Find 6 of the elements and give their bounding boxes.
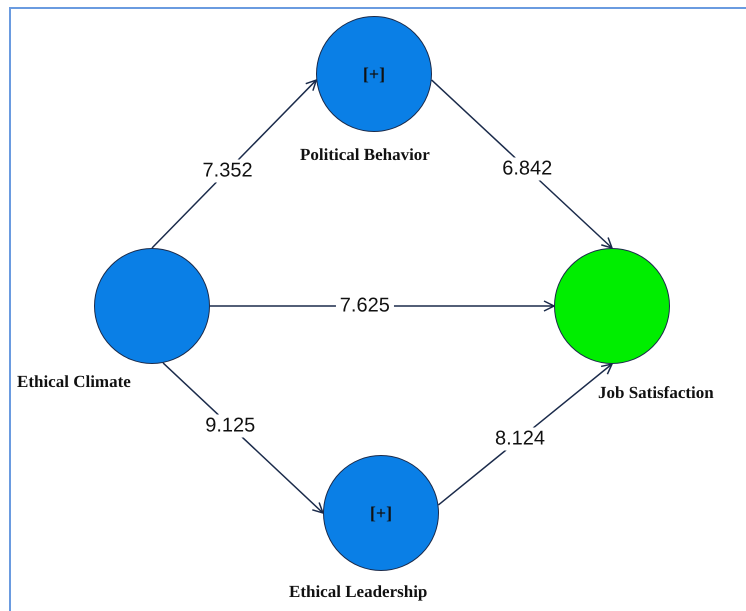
- expand-marker: [+]: [362, 64, 386, 84]
- expand-marker: [+]: [370, 502, 392, 524]
- construct-name: Ethical Leadership: [289, 582, 428, 602]
- construct-name: Political Behavior: [300, 145, 430, 165]
- construct-name: Ethical Climate: [17, 372, 131, 392]
- construct-name: Job Satisfaction: [598, 383, 714, 403]
